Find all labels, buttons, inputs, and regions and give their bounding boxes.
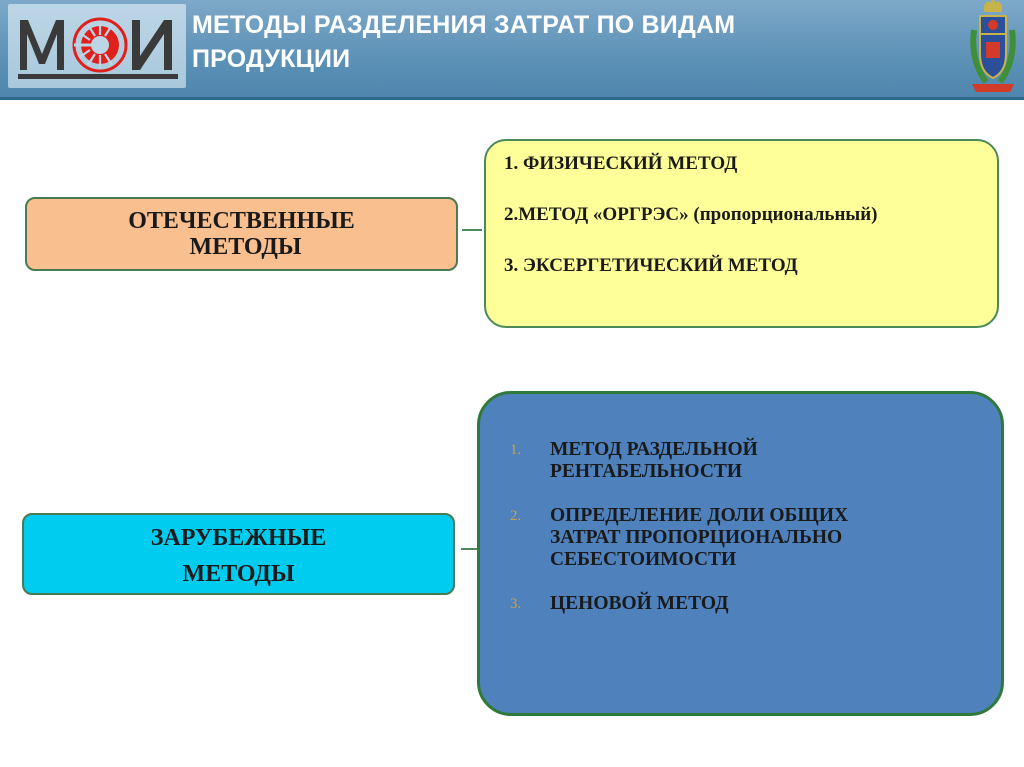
- domestic-label-line-2: МЕТОДЫ: [189, 234, 302, 260]
- foreign-method-3-number: 3.: [510, 596, 522, 612]
- foreign-method-2-line-3: СЕБЕСТОИМОСТИ: [550, 549, 737, 570]
- foreign-method-1-number: 1.: [510, 442, 522, 458]
- title-line-2: ПРОДУКЦИИ: [192, 45, 351, 73]
- foreign-method-2-number: 2.: [510, 508, 522, 524]
- foreign-label-line-1: ЗАРУБЕЖНЫЕ: [150, 525, 327, 551]
- header-bar: МЕТОДЫ РАЗДЕЛЕНИЯ ЗАТРАТ ПО ВИДАМ ПРОДУК…: [0, 0, 1024, 100]
- logo: [8, 4, 186, 88]
- foreign-method-2-line-2: ЗАТРАТ ПРОПОРЦИОНАЛЬНО: [550, 527, 843, 548]
- foreign-methods-node: ЗАРУБЕЖНЫЕ МЕТОДЫ: [22, 513, 455, 595]
- foreign-methods-list: 1. МЕТОД РАЗДЕЛЬНОЙ РЕНТАБЕЛЬНОСТИ 2. ОП…: [477, 391, 1004, 716]
- coat-of-arms-icon: [970, 0, 1016, 92]
- page-title: МЕТОДЫ РАЗДЕЛЕНИЯ ЗАТРАТ ПО ВИДАМ ПРОДУК…: [192, 8, 892, 76]
- foreign-method-2: 2. ОПРЕДЕЛЕНИЕ ДОЛИ ОБЩИХ ЗАТРАТ ПРОПОРЦ…: [506, 505, 1001, 571]
- foreign-method-1: 1. МЕТОД РАЗДЕЛЬНОЙ РЕНТАБЕЛЬНОСТИ: [506, 439, 1001, 483]
- foreign-method-2-line-1: ОПРЕДЕЛЕНИЕ ДОЛИ ОБЩИХ: [550, 505, 849, 526]
- foreign-label-line-2: МЕТОДЫ: [182, 561, 295, 587]
- title-line-1: МЕТОДЫ РАЗДЕЛЕНИЯ ЗАТРАТ ПО ВИДАМ: [192, 11, 736, 39]
- domestic-method-1: 1. ФИЗИЧЕСКИЙ МЕТОД: [504, 153, 738, 174]
- foreign-method-3: 3. ЦЕНОВОЙ МЕТОД: [506, 593, 1001, 615]
- domestic-method-3: 3. ЭКСЕРГЕТИЧЕСКИЙ МЕТОД: [504, 255, 798, 276]
- domestic-method-2: 2.МЕТОД «ОРГРЭС» (пропорциональный): [504, 204, 878, 225]
- foreign-method-3-line-1: ЦЕНОВОЙ МЕТОД: [550, 593, 729, 614]
- domestic-methods-node: ОТЕЧЕСТВЕННЫЕ МЕТОДЫ: [25, 197, 458, 271]
- domestic-connector: [462, 229, 482, 231]
- foreign-method-1-line-2: РЕНТАБЕЛЬНОСТИ: [550, 461, 743, 482]
- mei-logo-icon: [18, 17, 178, 79]
- foreign-method-1-line-1: МЕТОД РАЗДЕЛЬНОЙ: [550, 439, 758, 460]
- domestic-methods-list: 1. ФИЗИЧЕСКИЙ МЕТОД 2.МЕТОД «ОРГРЭС» (пр…: [484, 139, 999, 328]
- foreign-connector: [461, 548, 479, 550]
- domestic-label-line-1: ОТЕЧЕСТВЕННЫЕ: [128, 208, 355, 234]
